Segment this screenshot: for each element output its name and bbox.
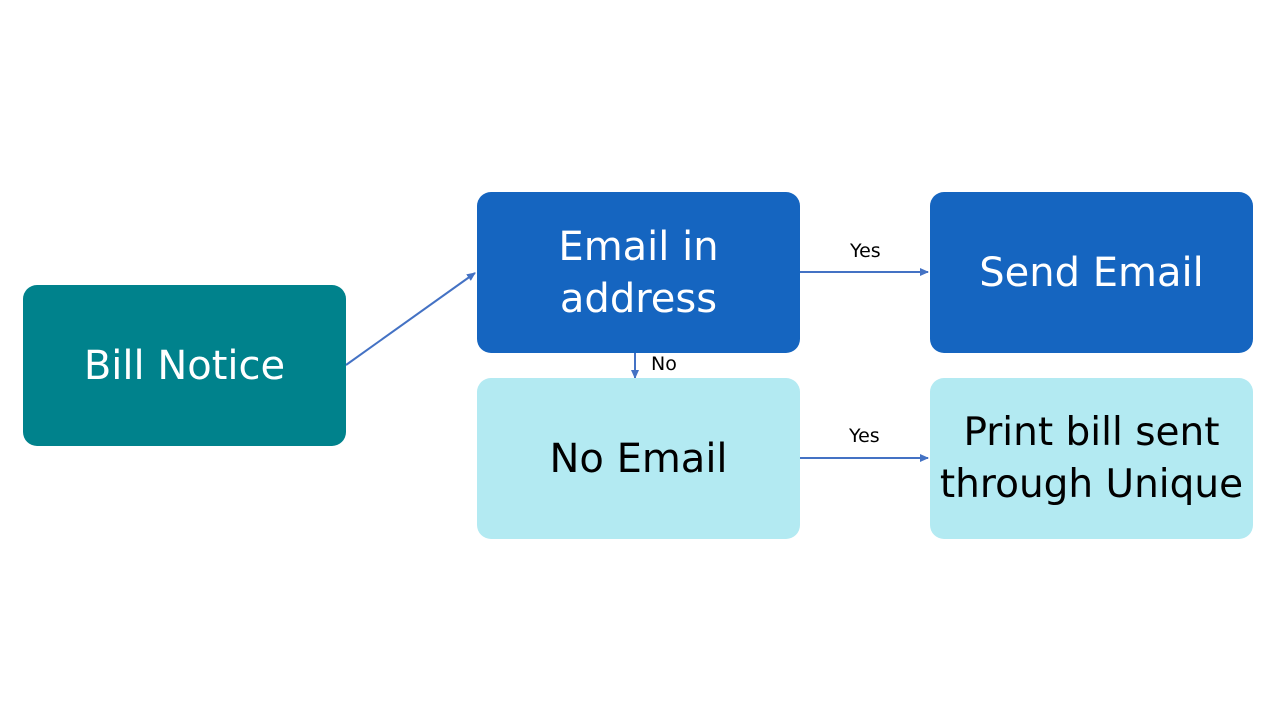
arrow-bill-to-email-check [345, 272, 476, 366]
print-bill-label: Print bill sent through Unique [939, 409, 1244, 507]
print-bill-node: Print bill sent through Unique [930, 378, 1253, 539]
edge-label-no: No [651, 353, 677, 375]
edge-label-yes-bottom: Yes [849, 425, 880, 447]
bill-notice-node: Bill Notice [23, 285, 346, 446]
send-email-label: Send Email [979, 249, 1204, 296]
bill-notice-label: Bill Notice [83, 342, 286, 389]
email-in-address-node: Email in address [477, 192, 800, 353]
send-email-node: Send Email [930, 192, 1253, 353]
email-in-address-label: Email in address [558, 223, 719, 322]
edge-label-yes-top: Yes [850, 240, 881, 262]
no-email-label: No Email [549, 435, 728, 482]
no-email-node: No Email [477, 378, 800, 539]
